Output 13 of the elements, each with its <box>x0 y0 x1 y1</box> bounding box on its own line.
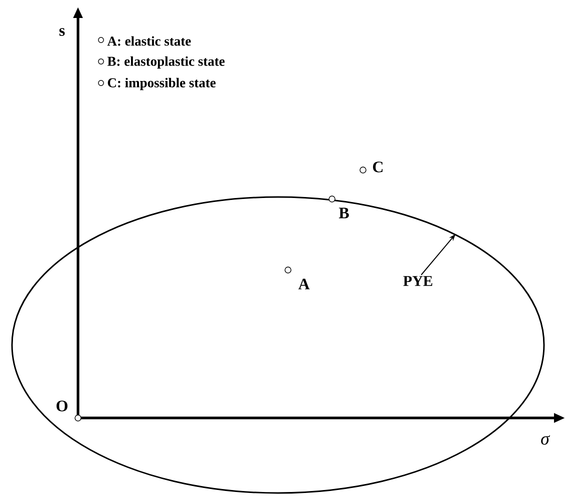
curve-label: PYE <box>403 276 432 286</box>
state-point <box>284 266 292 274</box>
legend-item: B: elastoplastic state <box>98 56 225 69</box>
state-point <box>360 166 366 174</box>
axis-label: σ <box>541 435 550 445</box>
axis-label: s <box>59 28 65 36</box>
axis-label: O <box>56 400 68 412</box>
point-label: C <box>373 162 383 172</box>
point-label: B <box>338 208 349 218</box>
legend-item: A: elastic state <box>98 36 191 46</box>
state-point <box>328 196 336 202</box>
point-label: A <box>298 278 310 290</box>
legend-item: C: impossible state <box>98 78 216 90</box>
